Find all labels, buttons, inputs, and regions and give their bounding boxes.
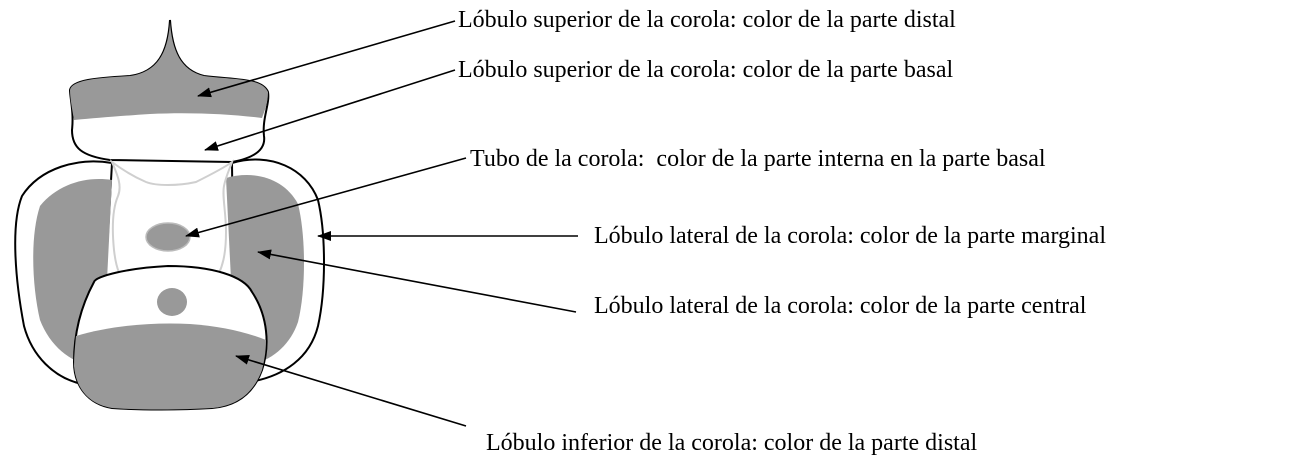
leader-line-tube	[185, 157, 467, 238]
label-upper-lobe-basal: Lóbulo superior de la corola: color de l…	[458, 57, 954, 83]
label-lateral-lobe-marginal: Lóbulo lateral de la corola: color de la…	[594, 223, 1107, 249]
label-corolla-tube-inner-basal: Tubo de la corola: color de la parte int…	[470, 146, 1046, 172]
upper-lobe-distal	[70, 22, 268, 120]
leader-line-lower-distal	[235, 355, 467, 427]
lower-lobe-distal	[74, 323, 266, 410]
lower-lobe-spot	[157, 288, 187, 316]
label-lower-lobe-distal: Lóbulo inferior de la corola: color de l…	[486, 430, 978, 456]
leader-line-lateral-central	[257, 249, 577, 313]
leader-line-upper-distal	[197, 20, 456, 98]
leader-line-upper-basal	[204, 69, 456, 151]
label-upper-lobe-distal: Lóbulo superior de la corola: color de l…	[458, 7, 956, 33]
label-lateral-lobe-central: Lóbulo lateral de la corola: color de la…	[594, 293, 1087, 319]
tube-inner-spot	[145, 222, 191, 252]
